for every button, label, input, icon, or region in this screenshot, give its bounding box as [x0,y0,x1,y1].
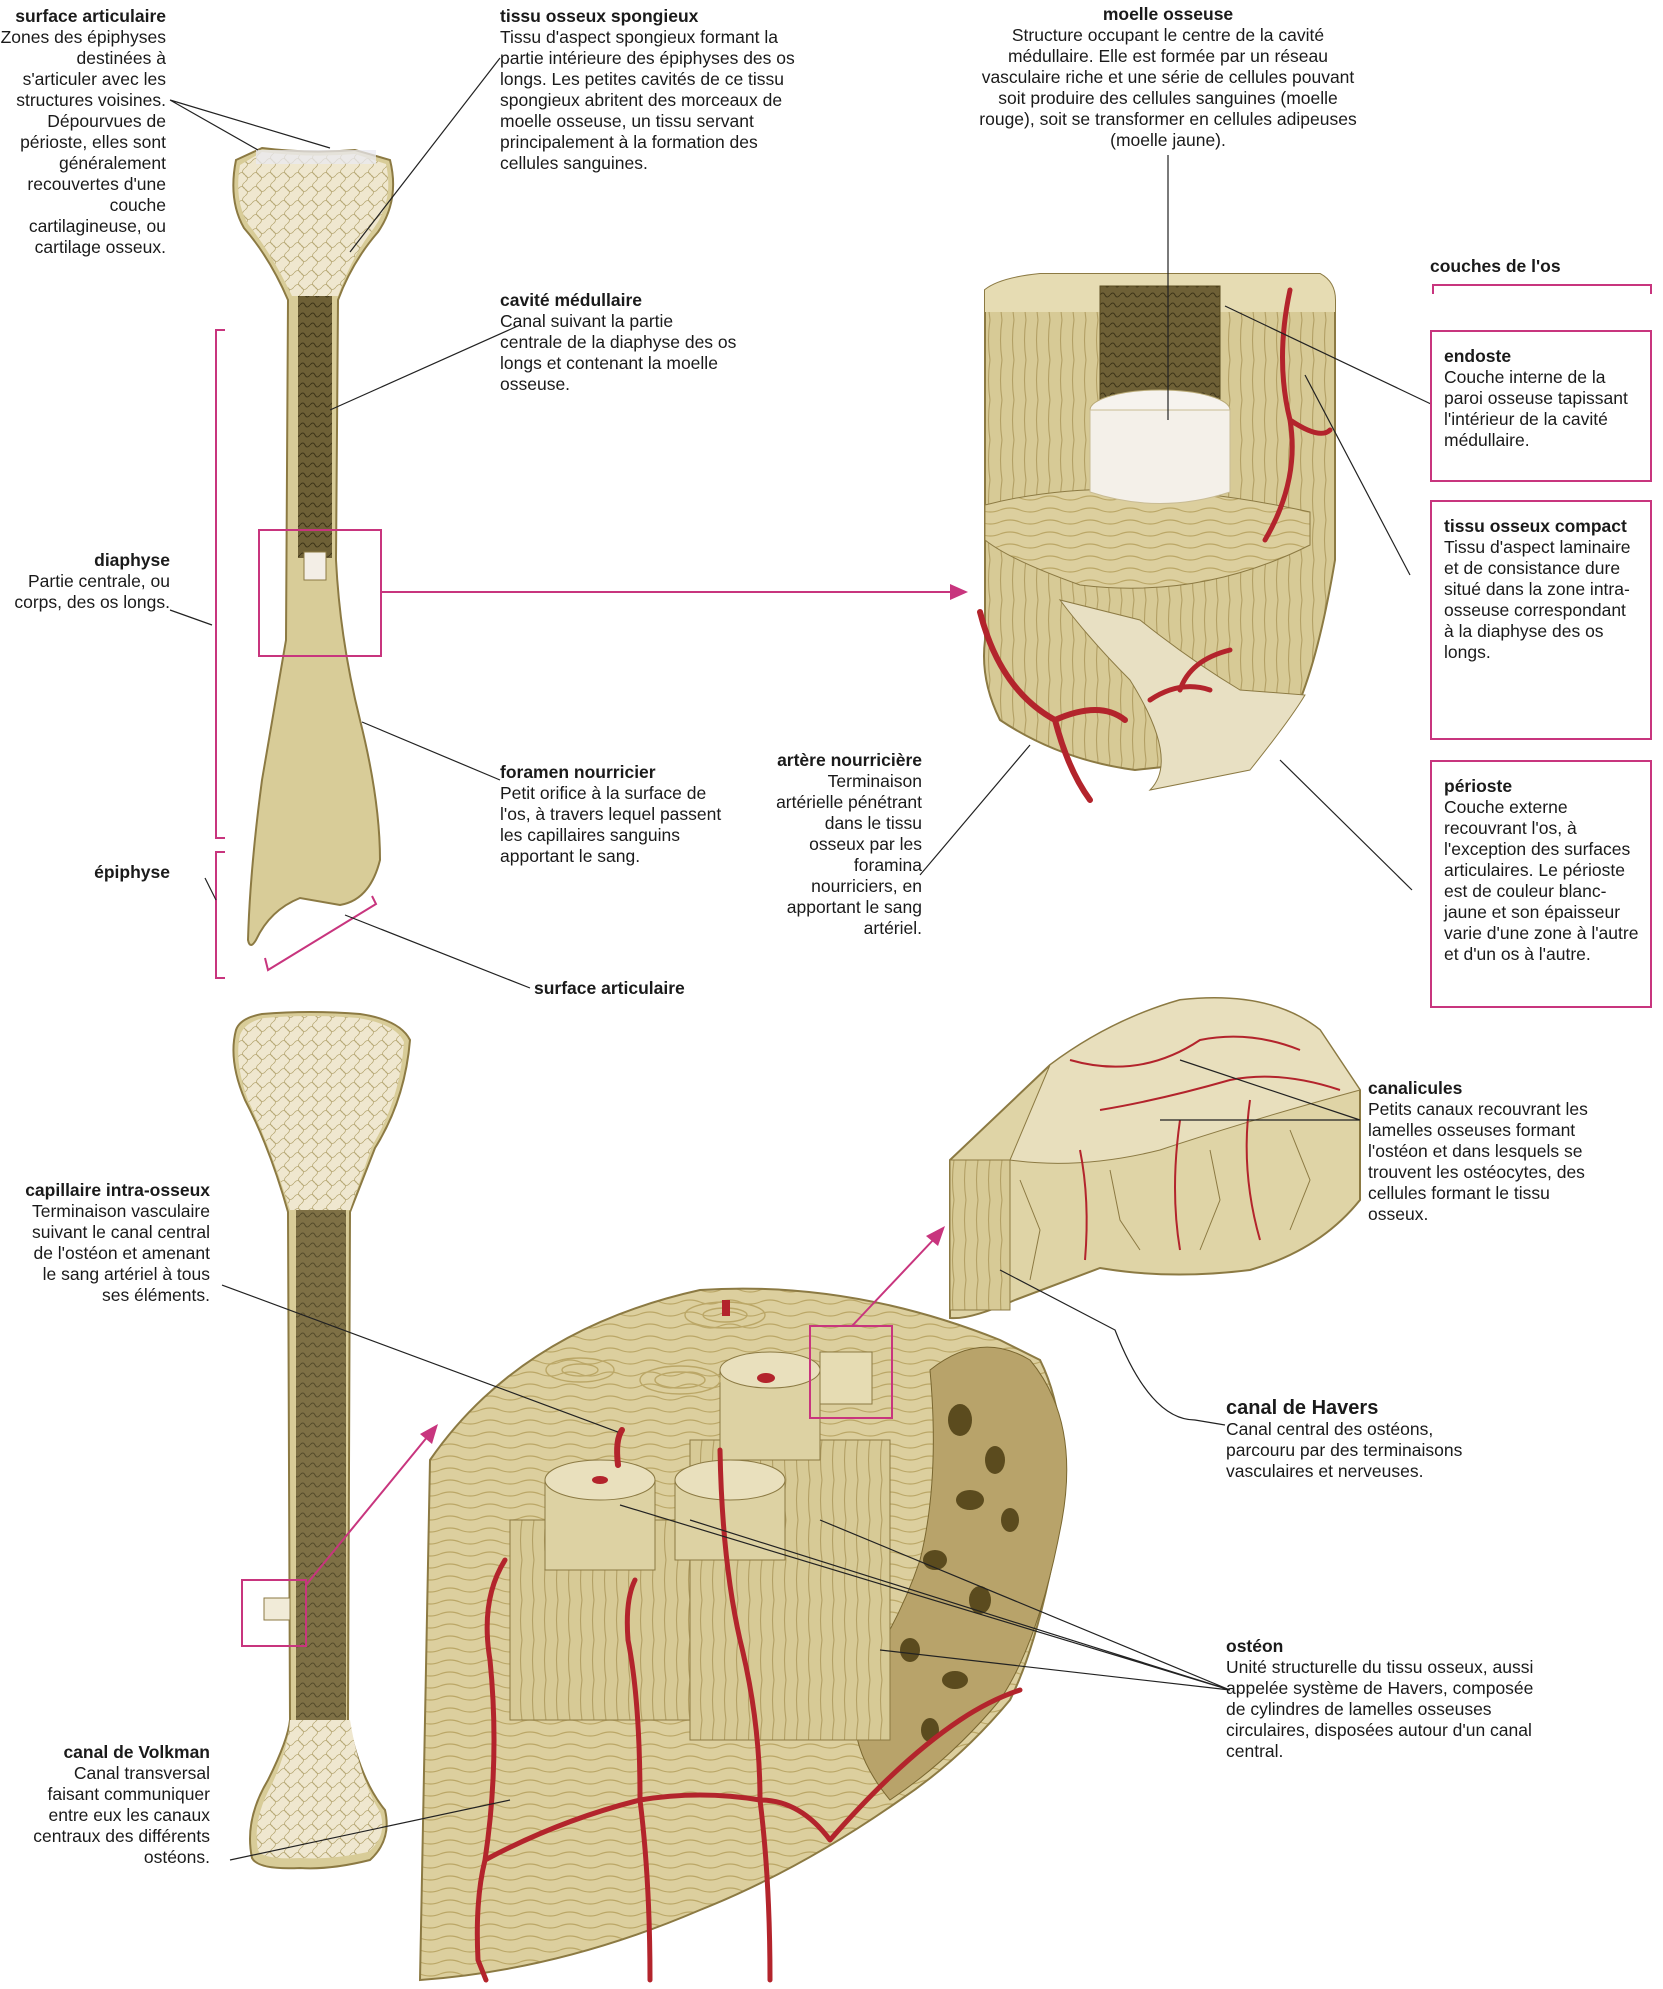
periosteum-title: périoste [1444,776,1640,797]
medullary-cavity-bottom [296,1210,346,1730]
volkman-title: canal de Volkman [20,1742,210,1763]
marrow-title: moelle osseuse [978,4,1358,25]
osteon-title: ostéon [1226,1636,1556,1657]
box-endosteum: endoste Couche interne de la paroi osseu… [1430,330,1652,482]
osteon-cylinder-3 [720,1352,820,1460]
diaphysis-desc: Partie centrale, ou corps, des os longs. [0,571,170,613]
long-bone-bottom [233,1012,410,1868]
medullary-cavity-top [298,296,332,558]
endosteum-title: endoste [1444,346,1640,367]
sample-cube [820,1352,872,1404]
foramen-title: foramen nourricier [500,762,740,783]
epiphysis-title: épiphyse [0,862,170,883]
medullary-canal-3d [1100,286,1220,406]
diaphysis-bracket [216,330,225,838]
spongy-bone-distal [257,1720,383,1858]
box-compact-bone: tissu osseux compact Tissu d'aspect lami… [1430,500,1652,740]
foramen-desc: Petit orifice à la surface de l'os, à tr… [500,783,740,867]
surface-top-desc: Zones des épiphyses destinées à s'articu… [0,27,166,258]
compact-title: tissu osseux compact [1444,516,1640,537]
endosteum-desc: Couche interne de la paroi osseuse tapis… [1444,367,1640,451]
label-bone-marrow: moelle osseuse Structure occupant le cen… [978,4,1358,151]
label-diaphysis: diaphyse Partie centrale, ou corps, des … [0,550,170,613]
periosteum-desc: Couche externe recouvrant l'os, à l'exce… [1444,797,1640,965]
label-capillary: capillaire intra-osseux Terminaison vasc… [20,1180,210,1306]
surface-bottom-title: surface articulaire [534,978,774,999]
artery-desc: Terminaison artérielle pénétrant dans le… [770,771,922,939]
medullary-title: cavité médullaire [500,290,740,311]
label-canaliculi: canalicules Petits canaux recouvrant les… [1368,1078,1598,1225]
canaliculi-desc: Petits canaux recouvrant les lamelles os… [1368,1099,1598,1225]
spongy-desc: Tissu d'aspect spongieux formant la part… [500,27,800,174]
osteon-cylinder-1 [545,1460,655,1570]
label-epiphysis: épiphyse [0,862,170,883]
cartilage-top [256,150,376,164]
layers-heading: couches de l'os [1430,256,1650,277]
box-periosteum: périoste Couche externe recouvrant l'os,… [1430,760,1652,1008]
zoom-arrow-top [382,584,968,600]
havers-desc: Canal central des ostéons, parcouru par … [1226,1419,1466,1482]
label-surface-articulaire-top: surface articulaire Zones des épiphyses … [0,6,166,258]
marrow-cylinder [1090,410,1230,504]
bone-section-magnified [980,274,1335,800]
label-osteon: ostéon Unité structurelle du tissu osseu… [1226,1636,1556,1762]
capillary-desc: Terminaison vasculaire suivant le canal … [20,1201,210,1306]
volkman-desc: Canal transversal faisant communiquer en… [20,1763,210,1868]
label-medullary-cavity: cavité médullaire Canal suivant la parti… [500,290,740,395]
long-bone-top [233,148,393,970]
label-volkman-canal: canal de Volkman Canal transversal faisa… [20,1742,210,1868]
label-surface-articulaire-bottom: surface articulaire [534,978,774,999]
layers-bracket [1432,284,1652,294]
diaphysis-title: diaphyse [0,550,170,571]
artery-title: artère nourricière [770,750,922,771]
label-nutrient-artery: artère nourricière Terminaison artériell… [770,750,922,939]
label-foramen: foramen nourricier Petit orifice à la su… [500,762,740,867]
medullary-desc: Canal suivant la partie centrale de la d… [500,311,740,395]
canaliculi-title: canalicules [1368,1078,1598,1099]
compact-desc: Tissu d'aspect laminaire et de consistan… [1444,537,1640,663]
marrow-desc: Structure occupant le centre de la cavit… [978,25,1358,151]
label-havers-canal: canal de Havers Canal central des ostéon… [1226,1398,1466,1482]
section-notch [264,1598,290,1620]
spongy-bone-top [238,152,388,296]
osteon-desc: Unité structurelle du tissu osseux, auss… [1226,1657,1556,1762]
marrow-plug [304,552,326,580]
osteon-block [420,1289,1067,1980]
spongy-title: tissu osseux spongieux [500,6,800,27]
lamellae-wedge [950,998,1360,1318]
label-spongy-bone: tissu osseux spongieux Tissu d'aspect sp… [500,6,800,174]
vessel-stub [722,1300,730,1316]
havers-title: canal de Havers [1226,1398,1466,1419]
surface-top-title: surface articulaire [0,6,166,27]
capillary-title: capillaire intra-osseux [20,1180,210,1201]
spongy-bone-bottom [238,1016,404,1210]
epiphysis-bracket [216,852,225,978]
